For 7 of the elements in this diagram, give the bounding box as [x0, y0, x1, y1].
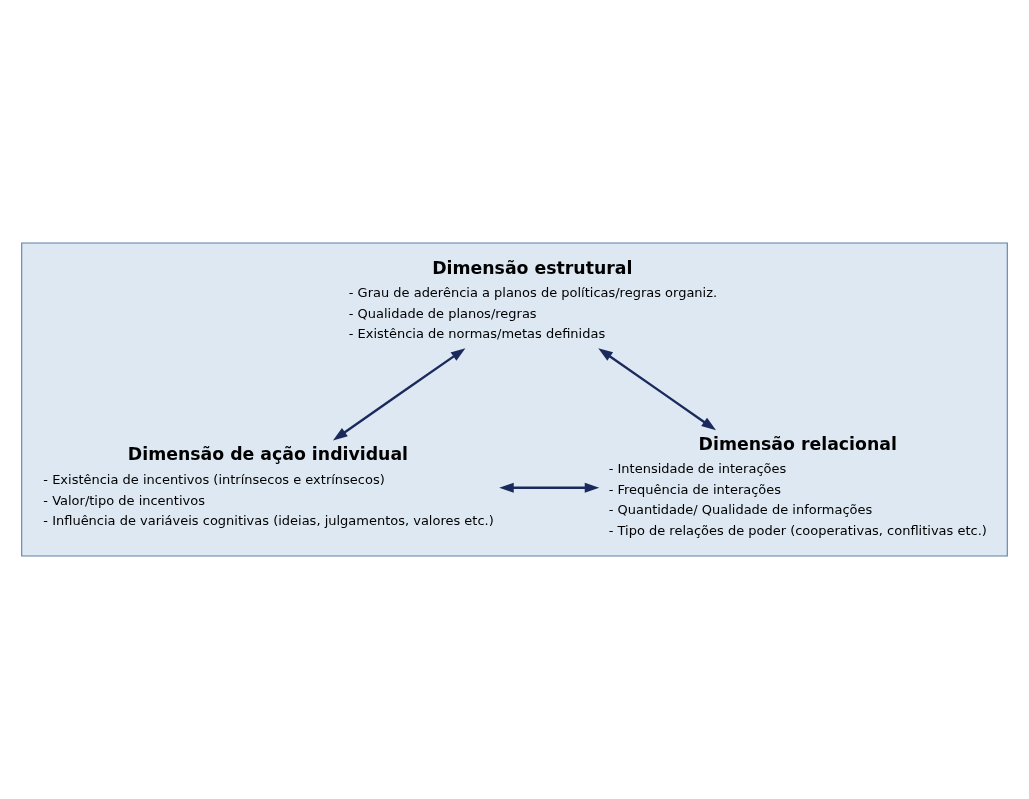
- arrow: [499, 482, 600, 493]
- arrow: [332, 348, 466, 441]
- node-text: Dimensão estrutural - Grau de aderência a planos de políticas/regras organiz. - Qualidade de planos/regras - Existência de normas/metas definidas: [348, 257, 718, 342]
- cluster: [21, 242, 1008, 557]
- arrow: [598, 348, 717, 431]
- node-text: Dimensão relacional - Intensidade de interações - Frequência de interações - Quantidade/ Qualidade de informações - Tipo de relações de poder (cooperativas, conflitivas etc.): [608, 433, 987, 538]
- node-text: Dimensão de ação individual - Existência de incentivos (intrínsecos e extrínsecos) - Valor/tipo de incentivos - Influência de variáveis cognitivas (ideias, julgamentos, valores etc.): [43, 444, 494, 529]
